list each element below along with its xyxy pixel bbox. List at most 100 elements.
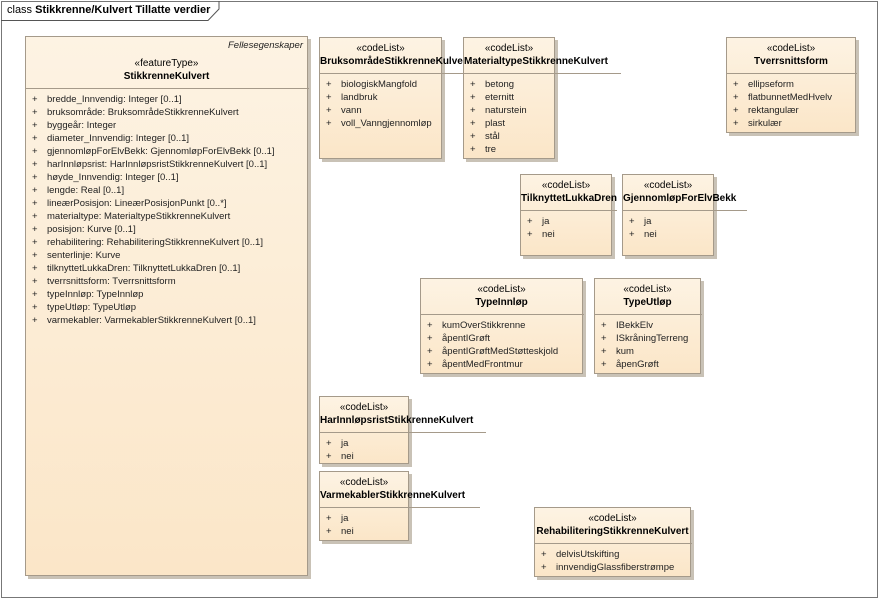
codelist-value[interactable]: +åpenGrøft — [595, 358, 700, 371]
codelist-value[interactable]: +rektangulær — [727, 104, 855, 117]
public-visibility-icon: + — [32, 185, 38, 196]
codelist-value[interactable]: +ja — [521, 215, 611, 228]
codelist-value[interactable]: +ja — [320, 512, 408, 525]
codelist-values: +ellipseform+flatbunnetMedHvelv+rektangu… — [727, 78, 855, 130]
public-visibility-icon: + — [733, 105, 739, 116]
codelist-value[interactable]: +eternitt — [464, 91, 554, 104]
codelist-value-text: nei — [341, 451, 354, 462]
class-attribute-text: materialtype: MaterialtypeStikkrenneKulv… — [47, 211, 231, 222]
codelist-value[interactable]: +vann — [320, 104, 441, 117]
codelist-name: TypeInnløp — [475, 297, 528, 308]
codelist-value-text: kum — [616, 346, 634, 357]
public-visibility-icon: + — [733, 79, 739, 90]
class-attribute[interactable]: +rehabilitering: RehabiliteringStikkrenn… — [26, 236, 307, 249]
public-visibility-icon: + — [326, 526, 332, 537]
codelist-value[interactable]: +tre — [464, 143, 554, 156]
class-attribute[interactable]: +bruksområde: BruksområdeStikkrenneKulve… — [26, 106, 307, 119]
codelist-gjennomlop[interactable]: «codeList»GjennomløpForElvBekk+ja+nei — [622, 174, 747, 256]
codelist-separator — [320, 507, 480, 508]
codelist-value-text: ISkråningTerreng — [616, 333, 689, 344]
codelist-value[interactable]: +kumOverStikkrenne — [421, 319, 582, 332]
class-attribute[interactable]: +tilknyttetLukkaDren: TilknyttetLukkaDre… — [26, 262, 307, 275]
codelist-value[interactable]: +betong — [464, 78, 554, 91]
codelist-value[interactable]: +ja — [623, 215, 713, 228]
class-attribute[interactable]: +gjennomløpForElvBekk: GjennomløpForElvB… — [26, 145, 307, 158]
codelist-value-text: voll_Vanngjennomløp — [341, 118, 432, 129]
public-visibility-icon: + — [427, 359, 433, 370]
public-visibility-icon: + — [32, 263, 38, 274]
class-attribute[interactable]: +harInnløpsrist: HarInnløpsristStikkrenn… — [26, 158, 307, 171]
codelist-value[interactable]: +sirkulær — [727, 117, 855, 130]
codelist-bruksomrade[interactable]: «codeList»BruksområdeStikkrenneKulvert+b… — [319, 37, 471, 159]
class-attribute[interactable]: + materialtype: MaterialtypeStikkrenneKul… — [26, 210, 307, 223]
codelist-value[interactable]: +ellipseform — [727, 78, 855, 91]
codelist-values: +delvisUtskifting+innvendigGlassfiberstr… — [535, 548, 690, 574]
codelist-value[interactable]: +nei — [623, 228, 713, 241]
class-attribute[interactable]: +typeInnløp: TypeInnløp — [26, 288, 307, 301]
codelist-value[interactable]: +plast — [464, 117, 554, 130]
codelist-materialtype[interactable]: «codeList»MaterialtypeStikkrenneKulvert+… — [463, 37, 621, 159]
class-name: StikkrenneKulvert — [123, 71, 210, 82]
codelist-name: BruksområdeStikkrenneKulvert — [320, 56, 471, 67]
codelist-value[interactable]: +åpentIGrøft — [421, 332, 582, 345]
codelist-value[interactable]: +ISkråningTerreng — [595, 332, 700, 345]
codelist-value-text: ja — [644, 216, 652, 227]
public-visibility-icon: + — [470, 92, 476, 103]
class-attribute-text: byggeår: Integer — [47, 120, 117, 131]
codelist-value[interactable]: +kum — [595, 345, 700, 358]
codelist-value[interactable]: +ja — [320, 437, 408, 450]
class-attribute[interactable]: +senterlinje: Kurve — [26, 249, 307, 262]
codelist-rehabilitering[interactable]: «codeList»RehabiliteringStikkrenneKulver… — [534, 507, 692, 577]
class-attribute[interactable]: +posisjon: Kurve [0..1] — [26, 223, 307, 236]
codelist-tilknyttet[interactable]: «codeList»TilknyttetLukkaDren+ja+nei — [520, 174, 617, 256]
codelist-value-text: nei — [341, 526, 354, 537]
codelist-varmekabler[interactable]: «codeList»VarmekablerStikkrenneKulvert+j… — [319, 471, 480, 541]
codelist-value[interactable]: +IBekkElv — [595, 319, 700, 332]
public-visibility-icon: + — [32, 315, 38, 326]
public-visibility-icon: + — [427, 346, 433, 357]
class-attribute[interactable]: + varmekabler: VarmekablerStikkrenneKulve… — [26, 314, 307, 327]
codelist-value[interactable]: +delvisUtskifting — [535, 548, 690, 561]
codelist-value[interactable]: +naturstein — [464, 104, 554, 117]
codelist-value[interactable]: +nei — [521, 228, 611, 241]
codelist-stereotype: «codeList» — [477, 284, 526, 295]
class-attribute[interactable]: +diameter_Innvendig: Integer [0..1] — [26, 132, 307, 145]
codelist-values: +kumOverStikkrenne+åpentIGrøft+åpentIGrø… — [421, 319, 582, 371]
codelist-value[interactable]: +åpentMedFrontmur — [421, 358, 582, 371]
class-attribute[interactable]: +lengde: Real [0..1] — [26, 184, 307, 197]
codelist-value[interactable]: +landbruk — [320, 91, 441, 104]
codelist-harinnlopsrist[interactable]: «codeList»HarInnløpsristStikkrenneKulver… — [319, 396, 486, 464]
codelist-value[interactable]: +stål — [464, 130, 554, 143]
codelist-name: HarInnløpsristStikkrenneKulvert — [320, 415, 474, 426]
codelist-tverrsnittsform[interactable]: «codeList»Tverrsnittsform+ellipseform+fl… — [726, 37, 857, 133]
codelist-typeutlop[interactable]: «codeList»TypeUtløp+IBekkElv+ISkråningTe… — [594, 278, 702, 374]
class-attribute-text: typeUtløp: TypeUtløp — [47, 302, 137, 313]
class-attribute[interactable]: +lineærPosisjon: LineærPosisjonPunkt [0.… — [26, 197, 307, 210]
codelist-value[interactable]: +flatbunnetMedHvelv — [727, 91, 855, 104]
class-attribute[interactable]: +typeUtløp: TypeUtløp — [26, 301, 307, 314]
class-attribute[interactable]: +høyde_Innvendig: Integer [0..1] — [26, 171, 307, 184]
codelist-separator — [535, 543, 692, 544]
class-attribute-text: lineærPosisjon: LineærPosisjonPunkt [0..… — [47, 198, 227, 209]
class-attribute[interactable]: +byggeår: Integer — [26, 119, 307, 132]
codelist-value-text: biologiskMangfold — [341, 79, 418, 90]
codelist-value-text: delvisUtskifting — [556, 549, 620, 560]
codelist-value[interactable]: +biologiskMangfold — [320, 78, 441, 91]
class-attribute[interactable]: +tverrsnittsform: Tverrsnittsform — [26, 275, 307, 288]
codelist-value-text: åpentIGrøftMedStøtteskjold — [442, 346, 559, 357]
codelist-values: +betong+eternitt+naturstein+plast+stål+t… — [464, 78, 554, 156]
codelist-value[interactable]: +nei — [320, 450, 408, 463]
codelist-value[interactable]: +voll_Vanngjennomløp — [320, 117, 441, 130]
codelist-value[interactable]: + nei — [320, 525, 408, 538]
public-visibility-icon: + — [470, 105, 476, 116]
class-stikkrenne-kulvert[interactable]: Fellesegenskaper «featureType» Stikkrenn… — [25, 36, 309, 576]
codelist-stereotype: «codeList» — [766, 43, 816, 54]
codelist-value[interactable]: +innvendigGlassfiberstrømpe — [535, 561, 690, 574]
class-attribute-text: typeInnløp: TypeInnløp — [47, 289, 144, 300]
class-attribute-text: varmekabler: VarmekablerStikkrenneKulver… — [47, 315, 256, 326]
public-visibility-icon: + — [32, 211, 38, 222]
public-visibility-icon: + — [427, 333, 433, 344]
codelist-value[interactable]: + åpentIGrøftMedStøtteskjold — [421, 345, 582, 358]
class-attribute[interactable]: +bredde_Innvendig: Integer [0..1] — [26, 93, 307, 106]
codelist-typeinnlop[interactable]: «codeList»TypeInnløp+kumOverStikkrenne+å… — [420, 278, 584, 374]
